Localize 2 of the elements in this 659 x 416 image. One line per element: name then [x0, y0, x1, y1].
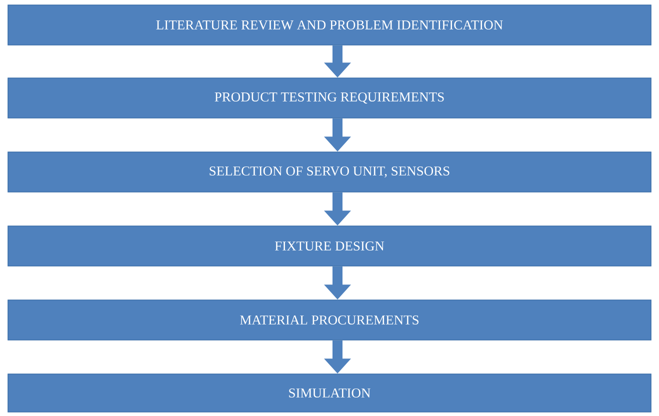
process-box: SIMULATION	[8, 374, 652, 412]
process-box: LITERATURE REVIEW AND PROBLEM IDENTIFICATION	[8, 4, 652, 46]
